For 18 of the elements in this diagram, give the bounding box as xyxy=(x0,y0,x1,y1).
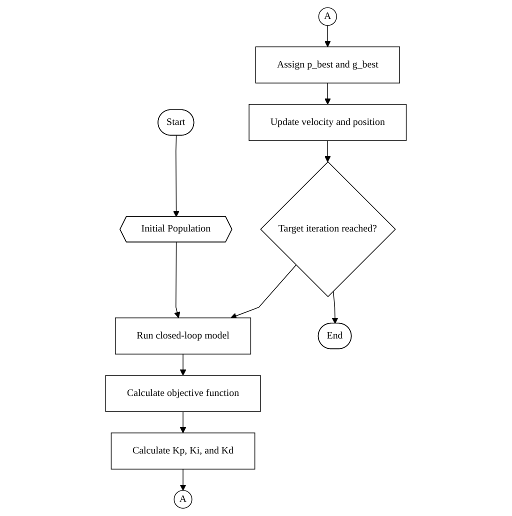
arrow xyxy=(332,290,338,324)
arrow xyxy=(324,140,331,162)
arrow xyxy=(173,135,180,218)
node-box: Assign p_best and g_best xyxy=(255,46,400,84)
arrow xyxy=(180,411,186,434)
arrow xyxy=(174,242,180,318)
arrow xyxy=(180,468,186,491)
node-box: Update velocity and position xyxy=(248,104,407,141)
arrow xyxy=(324,25,331,48)
node-diamond: Target iteration reached? xyxy=(260,161,396,298)
arrow xyxy=(324,82,331,105)
arrow xyxy=(180,354,186,376)
node-box: Calculate Kp, Ki, and Kd xyxy=(110,432,256,470)
node-circle: A xyxy=(174,490,192,509)
node-box: Run closed-loop model xyxy=(115,318,252,354)
node-circle: A xyxy=(318,7,337,26)
node-box: Calculate objective function xyxy=(105,375,261,412)
arrow xyxy=(230,264,296,319)
